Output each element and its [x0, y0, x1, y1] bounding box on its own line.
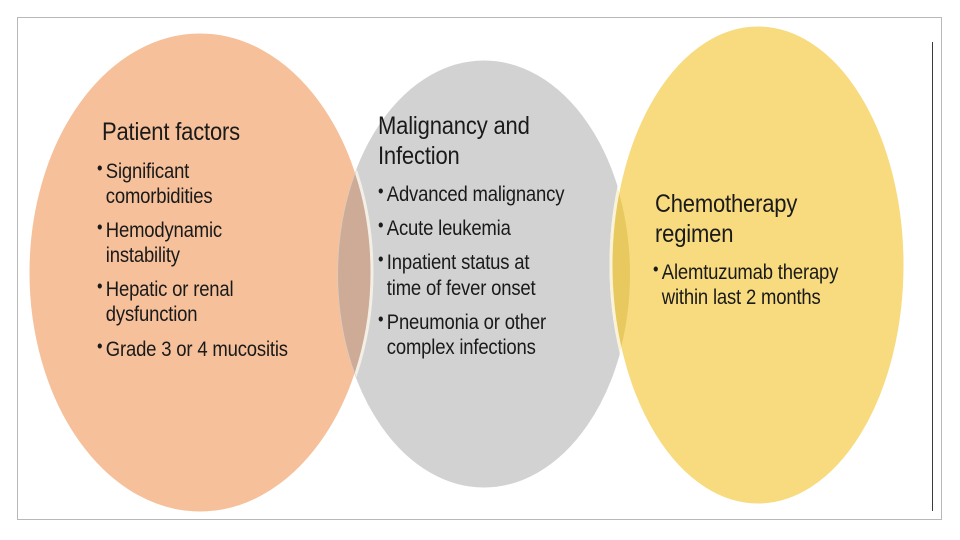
group-title-chemotherapy-regimen: Chemotherapy regimen [655, 190, 798, 248]
list-item: Advanced malignancy [378, 181, 567, 207]
bullet-list-chemotherapy-regimen: Alemtuzumab therapy within last 2 months [653, 259, 860, 310]
group-malignancy-and-infection: Malignancy and Infection Advanced malign… [378, 112, 593, 369]
bullet-list-malignancy-and-infection: Advanced malignancy Acute leukemia Inpat… [378, 181, 567, 360]
group-chemotherapy-regimen: Chemotherapy regimen Alemtuzumab therapy… [653, 190, 888, 319]
group-title-patient-factors: Patient factors [102, 118, 240, 146]
right-vertical-rule [932, 42, 933, 511]
list-item: Pneumonia or other complex infections [378, 309, 567, 360]
list-item: Grade 3 or 4 mucositis [97, 336, 295, 362]
list-item: Inpatient status at time of fever onset [378, 249, 567, 300]
list-item: Significant comorbidities [97, 157, 295, 209]
group-title-malignancy-and-infection: Malignancy and Infection [378, 112, 530, 170]
list-item: Acute leukemia [378, 215, 567, 241]
bullet-list-patient-factors: Significant comorbidities Hemodynamic in… [97, 157, 295, 362]
overlap-gray-yellow [609, 61, 630, 487]
list-item: Hepatic or renal dysfunction [97, 276, 295, 327]
overlap-orange-gray [338, 61, 374, 487]
list-item: Alemtuzumab therapy within last 2 months [653, 259, 860, 310]
group-patient-factors: Patient factors Significant comorbiditie… [97, 118, 322, 371]
list-item: Hemodynamic instability [97, 217, 295, 268]
